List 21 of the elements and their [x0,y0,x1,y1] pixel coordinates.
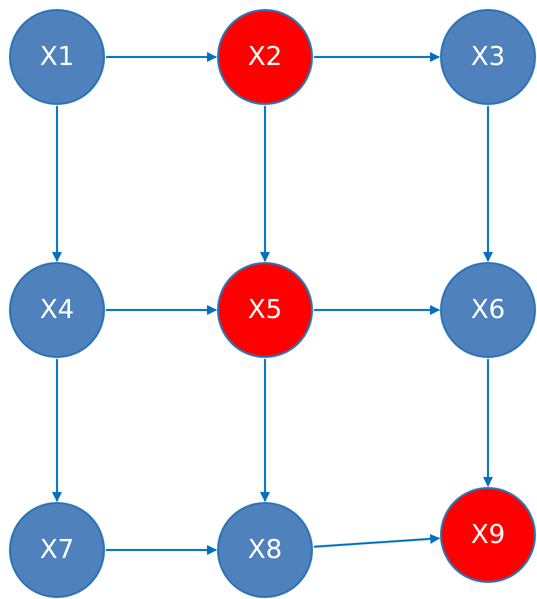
arrow [106,545,217,555]
arrow [106,52,217,62]
node-label: X3 [470,42,506,72]
arrow [52,359,62,502]
node-label: X4 [40,295,74,325]
node-label: X1 [40,42,74,72]
node-label: X2 [248,42,282,72]
arrow [314,305,440,315]
arrow [483,359,493,487]
arrow [260,359,270,502]
arrow [483,106,493,262]
node-label: X9 [470,520,506,550]
arrow [314,534,440,548]
node-label: X6 [470,295,506,325]
node-label: X7 [40,535,74,565]
arrow [106,305,217,315]
node-label: X5 [248,295,282,325]
arrow [314,52,440,62]
arrow [260,106,270,262]
node-label: X8 [248,535,282,565]
arrow [52,106,62,262]
